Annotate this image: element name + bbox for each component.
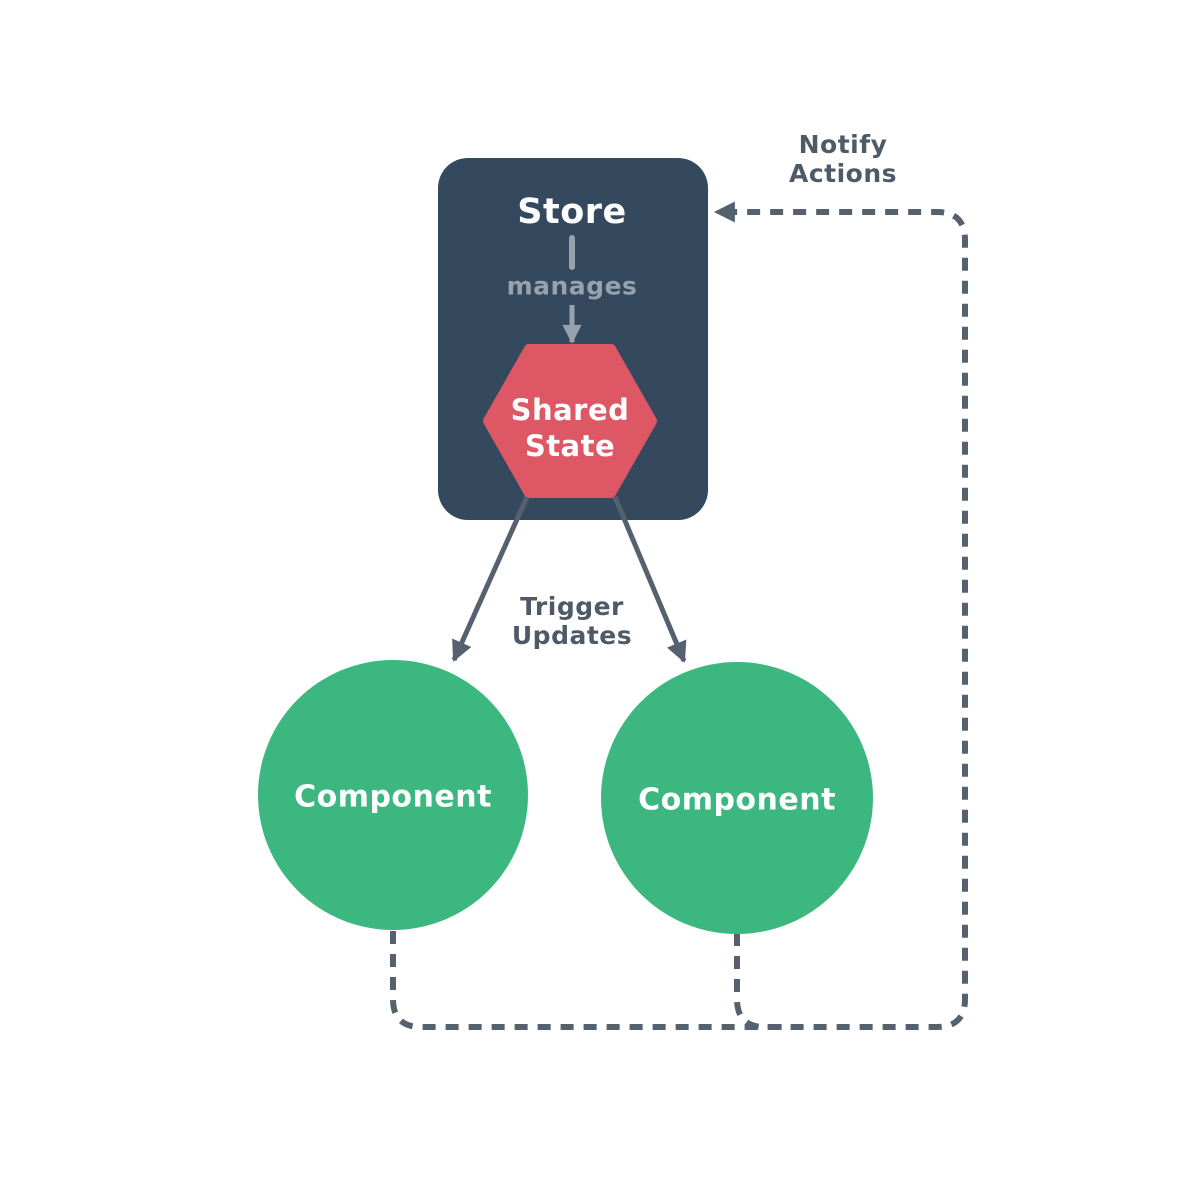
shared-state-hexagon (483, 344, 657, 498)
trigger-updates-line2: Updates (511, 621, 633, 650)
component-label: Component (638, 782, 836, 818)
notify-actions-line1: Notify (798, 130, 888, 159)
store-label: Store (517, 192, 627, 232)
notify-actions-line2: Actions (788, 159, 898, 188)
notify-actions-dashed-path-left (390, 201, 968, 1030)
shared-state-label-line1: Shared (510, 393, 630, 428)
component-circle-left (258, 660, 528, 930)
component-label: Component (294, 779, 492, 815)
notify-actions-dashed-path-right (734, 933, 790, 1030)
trigger-updates-label: Trigger Updates (512, 592, 632, 650)
shared-state-label-line2: State (524, 429, 616, 463)
notify-actions-label: Notify Actions (789, 130, 897, 188)
component-circle-right (601, 662, 873, 934)
trigger-updates-line1: Trigger (520, 592, 624, 621)
manages-label: manages (506, 271, 638, 301)
trigger-arrow-left (451, 495, 530, 662)
trigger-arrow-right (612, 496, 687, 663)
shared-state-label: Shared State (511, 393, 630, 465)
